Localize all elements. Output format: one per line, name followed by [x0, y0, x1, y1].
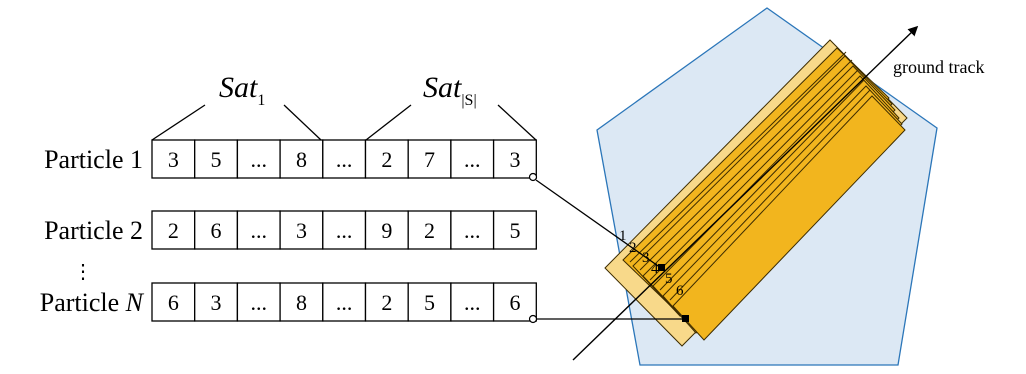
strip-divider	[629, 51, 847, 263]
ground-track-arrow	[572, 25, 919, 361]
gene-value: 7	[424, 147, 435, 172]
strip-6	[672, 95, 906, 341]
gene-value: 6	[168, 290, 179, 315]
particle-label: Particle N	[40, 288, 145, 317]
sat-label-first: Sat1	[219, 71, 265, 109]
connector-particle-1	[528, 172, 665, 271]
particle-row: Particle 1 3 5... 8... 2 7... 3	[44, 139, 537, 179]
sat-last-sub: |S|	[461, 92, 476, 109]
gene-value: ...	[464, 218, 481, 243]
gene-cell	[236, 282, 281, 322]
gene-cell	[492, 139, 537, 179]
gene-value: 8	[296, 147, 307, 172]
gene-value: ...	[251, 147, 268, 172]
gene-value: ...	[251, 290, 268, 315]
gene-value: 3	[509, 147, 520, 172]
strip-divider	[659, 79, 865, 291]
gene-value: 6	[211, 218, 222, 243]
gene-value: 3	[168, 147, 179, 172]
gene-cell	[322, 282, 367, 322]
gene-value: ...	[464, 147, 481, 172]
gene-value: 2	[424, 218, 435, 243]
sat-last-base: Sat	[423, 71, 462, 104]
strip-divider	[639, 59, 853, 271]
strip-number-1: 1	[619, 228, 627, 244]
strip-divider	[669, 89, 871, 301]
particle-row: Particle N 6 3... 8... 2 5... 6	[40, 282, 537, 322]
connector-start-dot	[528, 314, 538, 324]
strip-number-4: 4	[651, 261, 659, 277]
sat-label-last: Sat|S|	[423, 71, 477, 109]
gene-cell	[364, 139, 409, 179]
particle-label: Particle 1	[44, 145, 143, 174]
ground-track-label: ground track	[893, 57, 984, 77]
gene-value: 2	[168, 218, 179, 243]
gene-cell	[492, 282, 537, 322]
gene-cell	[151, 210, 196, 250]
gene-cell	[279, 282, 324, 322]
gene-value: 2	[381, 147, 392, 172]
gene-value: ...	[336, 147, 353, 172]
gene-cell	[236, 210, 281, 250]
gene-cell	[492, 210, 537, 250]
sat-brace-first	[151, 104, 322, 141]
strip-divider	[649, 69, 859, 281]
gene-value: ...	[336, 218, 353, 243]
particle-label: Particle 2	[44, 216, 143, 245]
connector-particle-n	[528, 314, 689, 324]
gene-value: 5	[211, 147, 222, 172]
strip-number-5: 5	[665, 271, 673, 287]
gene-cell	[236, 139, 281, 179]
sat-first-base: Sat	[219, 71, 258, 104]
sat-first-sub: 1	[257, 92, 265, 109]
gene-value: 5	[509, 218, 520, 243]
gene-value: ...	[336, 290, 353, 315]
gene-cell	[322, 139, 367, 179]
gene-value: 3	[211, 290, 222, 315]
observation-strips	[604, 39, 908, 347]
sat-brace-last	[365, 104, 537, 141]
gene-cell	[450, 210, 495, 250]
gene-cell	[279, 210, 324, 250]
gene-value: 6	[509, 290, 520, 315]
strip-number-6: 6	[676, 283, 684, 299]
gene-cell	[450, 139, 495, 179]
gene-cell	[151, 139, 196, 179]
gene-cell	[407, 282, 452, 322]
gene-value: 8	[296, 290, 307, 315]
gene-cell	[151, 282, 196, 322]
gene-value: 5	[424, 290, 435, 315]
gene-cell	[407, 210, 452, 250]
connector-end-marker	[682, 315, 689, 322]
gene-cell	[194, 282, 239, 322]
connector-start-dot	[528, 172, 538, 182]
gene-value: ...	[251, 218, 268, 243]
particle-row: Particle 2 2 6... 3... 9 2... 5	[44, 210, 537, 250]
gene-value: ...	[464, 290, 481, 315]
gene-value: 2	[381, 290, 392, 315]
gene-cell	[407, 139, 452, 179]
gene-cell	[194, 139, 239, 179]
gene-cell	[322, 210, 367, 250]
vertical-ellipsis: ⋮	[73, 261, 93, 283]
connector-end-marker	[658, 264, 665, 271]
gene-value: 3	[296, 218, 307, 243]
gene-value: 9	[381, 218, 392, 243]
